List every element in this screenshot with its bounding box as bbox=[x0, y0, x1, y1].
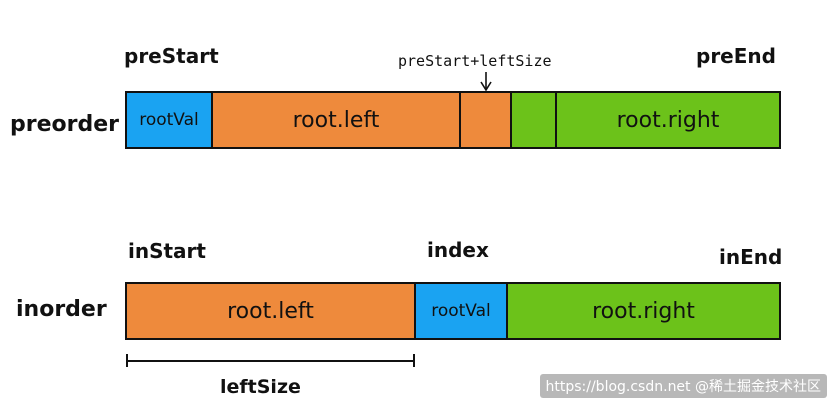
inorder-array: root.left rootVal root.right bbox=[125, 282, 781, 340]
pre-start-label: preStart bbox=[124, 44, 219, 68]
preorder-right-segment: root.right bbox=[557, 93, 779, 147]
preorder-left-segment: root.left bbox=[213, 93, 461, 147]
preorder-right-head-segment bbox=[512, 93, 557, 147]
preorder-right-text: root.right bbox=[616, 107, 720, 133]
pre-split-label: preStart+leftSize bbox=[398, 52, 552, 70]
preorder-left-tail-segment bbox=[461, 93, 512, 147]
in-end-label: inEnd bbox=[719, 245, 783, 269]
preorder-left-text: root.left bbox=[292, 107, 380, 133]
pre-end-label: preEnd bbox=[696, 44, 776, 68]
inorder-row-label: inorder bbox=[16, 297, 107, 322]
watermark: https://blog.csdn.net @稀土掘金技术社区 bbox=[539, 374, 827, 398]
left-size-label: leftSize bbox=[220, 376, 301, 398]
inorder-left-segment: root.left bbox=[127, 284, 416, 338]
inorder-rootval-text: rootVal bbox=[431, 301, 491, 321]
inorder-right-text: root.right bbox=[592, 298, 695, 324]
preorder-array: rootVal root.left root.right bbox=[125, 91, 781, 149]
inorder-right-segment: root.right bbox=[508, 284, 779, 338]
split-arrow-head bbox=[480, 81, 492, 92]
preorder-row-label: preorder bbox=[10, 112, 120, 137]
preorder-rootval-segment: rootVal bbox=[127, 93, 213, 147]
preorder-rootval-text: rootVal bbox=[139, 110, 199, 130]
inorder-left-text: root.left bbox=[227, 298, 314, 324]
inorder-rootval-segment: rootVal bbox=[416, 284, 508, 338]
index-label: index bbox=[427, 238, 489, 262]
in-start-label: inStart bbox=[128, 239, 206, 263]
